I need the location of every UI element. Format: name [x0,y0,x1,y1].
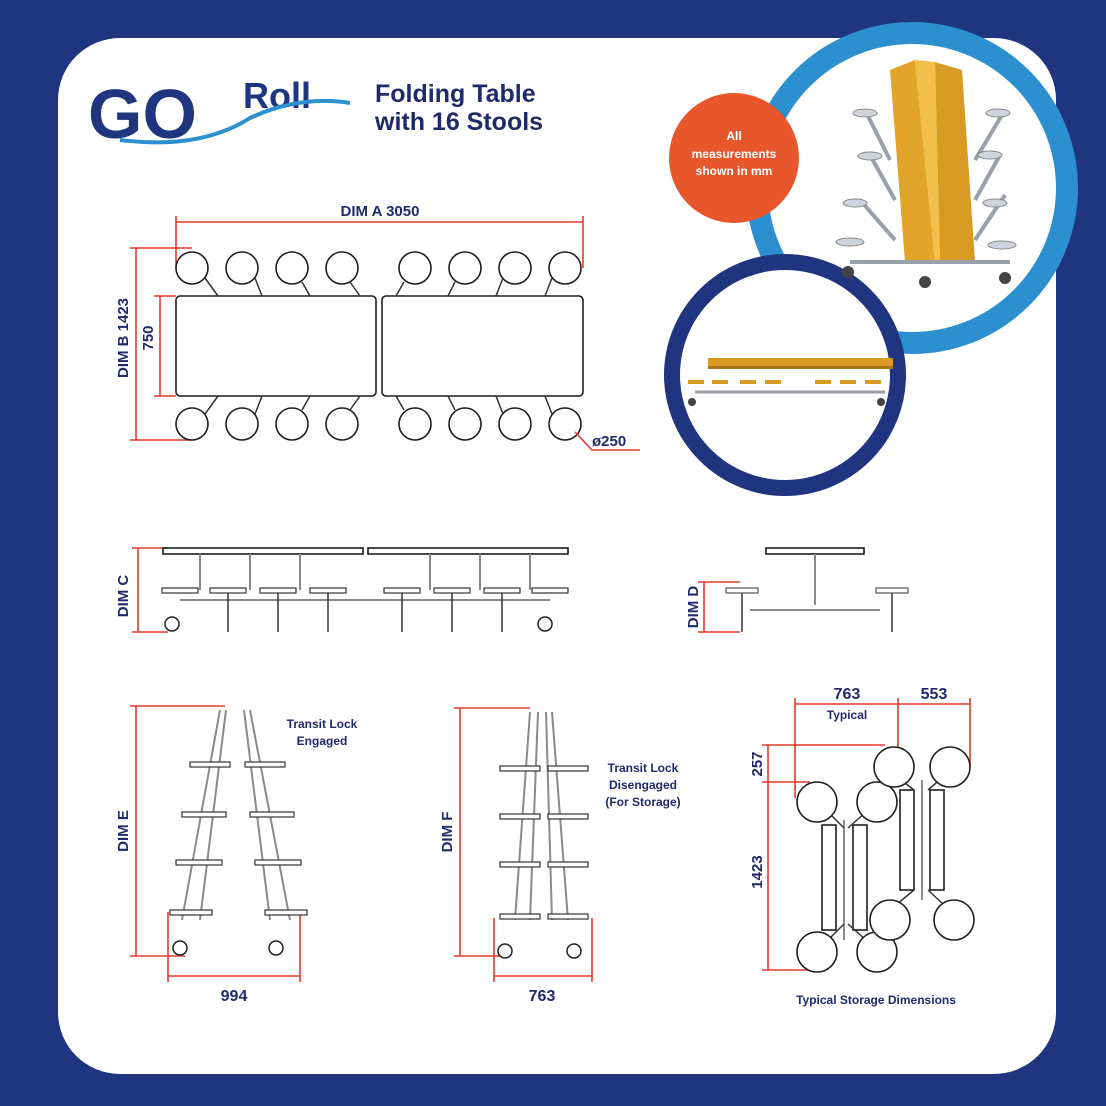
badge-line2: measurements [692,147,777,161]
stool-diameter-label: ø250 [592,433,626,450]
storage-width-763: 763 [834,686,861,703]
storage-plan-view: 763 553 Typical 257 1423 Typical Storage… [749,686,975,1007]
stool [175,407,209,441]
badge-line3: shown in mm [696,164,773,178]
width-994-label: 994 [221,988,248,1005]
stool [325,407,359,441]
stool [325,251,359,285]
stool [448,407,482,441]
width-763-label: 763 [529,988,556,1005]
dim-b-label: DIM B 1423 [115,298,132,378]
engaged-note-line2: Engaged [297,734,348,748]
dim-c-label: DIM C [115,575,132,618]
stool [275,407,309,441]
folded-disengaged-view: DIM F 763 Transit Lock Disengaged (For S… [439,707,681,1005]
stool [548,251,582,285]
stool [225,251,259,285]
stool [275,251,309,285]
storage-width-553: 553 [921,686,948,703]
storage-height-1423: 1423 [749,855,766,888]
height-750-label: 750 [140,325,157,350]
dim-d-label: DIM D [685,586,702,629]
logo-swoosh [119,98,351,145]
stool [548,407,582,441]
dim-f-label: DIM F [439,812,456,853]
measurement-badge [669,93,799,223]
storage-caption: Typical Storage Dimensions [796,993,956,1007]
title-line1: Folding Table [375,80,536,108]
plan-view: DIM A 3050 DIM B 1423 750 [115,203,640,451]
end-elevation: DIM D [685,547,909,633]
stool [398,251,432,285]
disengaged-note-line3: (For Storage) [605,795,680,809]
badge-line1: All [726,129,741,143]
folded-engaged-view: DIM E 994 Transit Lock Engaged [115,705,358,1005]
stool [175,251,209,285]
open-table-photo [688,358,893,406]
table-half-right [381,295,584,397]
title-line2: with 16 Stools [374,108,543,136]
dim-a-label: DIM A 3050 [341,203,420,220]
disengaged-note-line2: Disengaged [609,778,677,792]
stool [498,407,532,441]
goroll-logo: GO Roll [88,75,351,153]
stool [448,251,482,285]
storage-typical-label: Typical [827,708,867,722]
stool [498,251,532,285]
disengaged-note-line1: Transit Lock [608,761,679,775]
stool [398,407,432,441]
photo-open-circle [664,254,906,496]
dim-e-label: DIM E [115,810,132,852]
table-half-left [175,295,377,397]
engaged-note-line1: Transit Lock [287,717,358,731]
storage-height-257: 257 [749,751,766,776]
folded-table-photo [835,60,1017,288]
side-elevation: DIM C [115,547,569,633]
stool [225,407,259,441]
